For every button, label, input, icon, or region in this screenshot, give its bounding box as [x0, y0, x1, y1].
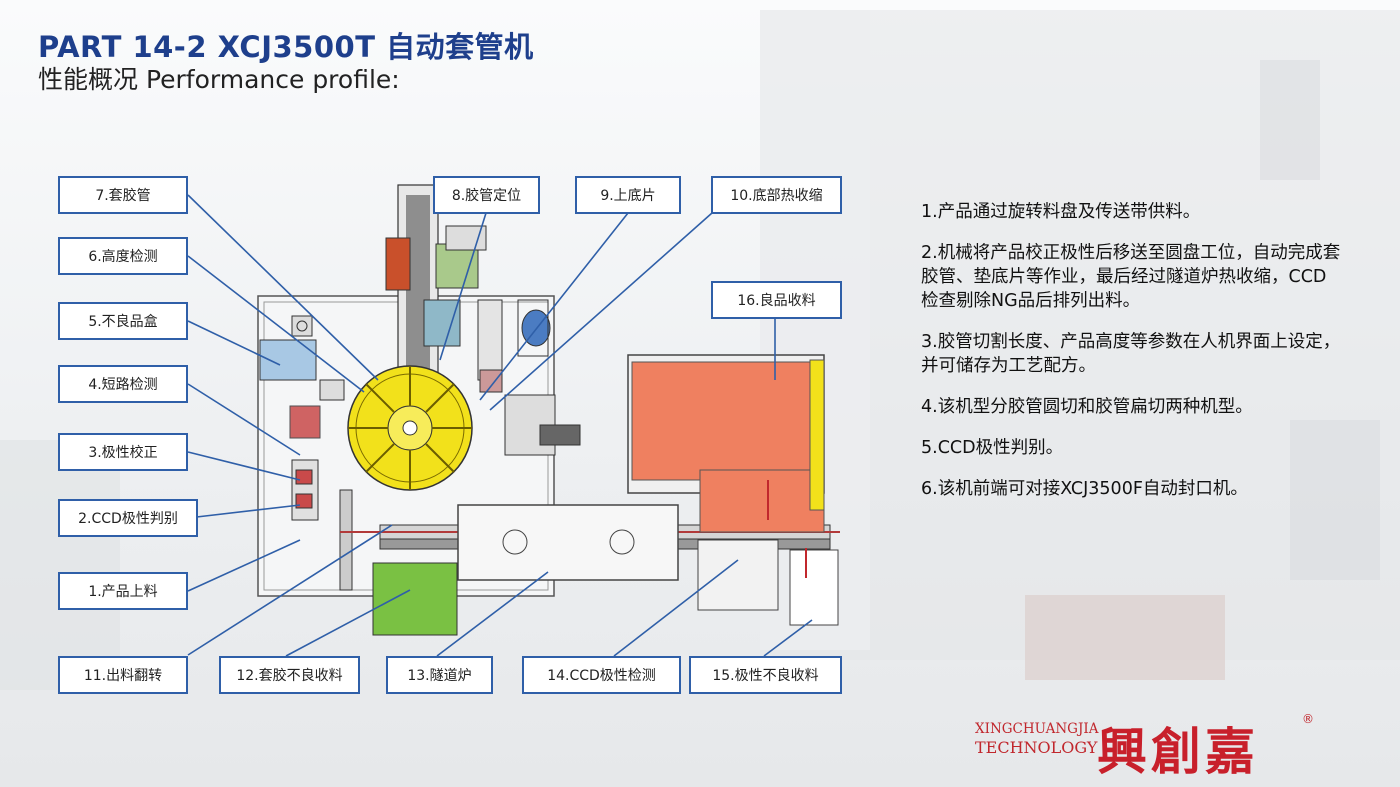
good-tray: [631, 361, 815, 481]
callout-9-bottom-sheet: 9.上底片: [575, 176, 681, 214]
note-1: 1.产品通过旋转料盘及传送带供料。: [921, 202, 1201, 222]
performance-notes: 1.产品通过旋转料盘及传送带供料。 2.机械将产品校正极性后移送至圆盘工位，自动…: [921, 200, 1341, 518]
callout-14-ccd-polarity-check: 14.CCD极性检测: [522, 656, 681, 694]
page-title: PART 14-2 XCJ3500T 自动套管机: [38, 30, 534, 64]
note-3: 3.胶管切割长度、产品高度等参数在人机界面上设定，并可储存为工艺配方。: [921, 332, 1341, 376]
reject-box-green: [372, 562, 458, 636]
motor-red: [385, 237, 411, 291]
callout-10-bottom-shrink: 10.底部热收缩: [711, 176, 842, 214]
callout-3-polarity-correct: 3.极性校正: [58, 433, 188, 471]
brand-line1: XINGCHUANGJIA: [975, 721, 1099, 737]
note-5: 5.CCD极性判别。: [921, 438, 1064, 458]
registered-mark: ®: [1302, 712, 1314, 726]
note-6: 6.该机前端可对接XCJ3500F自动封口机。: [921, 479, 1248, 499]
tunnel-oven: [457, 504, 679, 581]
callout-13-tunnel-oven: 13.隧道炉: [386, 656, 493, 694]
brand-logo: 興創嘉: [1097, 722, 1259, 781]
brand-text: XINGCHUANGJIA TECHNOLOGY: [975, 720, 1098, 758]
callout-2-ccd-polarity: 2.CCD极性判别: [58, 499, 198, 537]
brand-line2: TECHNOLOGY: [975, 738, 1098, 757]
callout-5-reject-box: 5.不良品盒: [58, 302, 188, 340]
callout-11-flip-out: 11.出料翻转: [58, 656, 188, 694]
callout-6-height-check: 6.高度检测: [58, 237, 188, 275]
callout-15-polarity-reject: 15.极性不良收料: [689, 656, 842, 694]
page-subtitle: 性能概况 Performance profile:: [38, 65, 400, 94]
note-2: 2.机械将产品校正极性后移送至圆盘工位，自动完成套胶管、垫底片等作业，最后经过隧…: [921, 243, 1341, 311]
note-4: 4.该机型分胶管圆切和胶管扁切两种机型。: [921, 397, 1253, 417]
callout-7-sleeve: 7.套胶管: [58, 176, 188, 214]
green-block: [435, 243, 479, 289]
callout-1-feed: 1.产品上料: [58, 572, 188, 610]
callout-16-good-collect: 16.良品收料: [711, 281, 842, 319]
callout-4-short-check: 4.短路检测: [58, 365, 188, 403]
callout-8-tube-position: 8.胶管定位: [433, 176, 540, 214]
callout-12-sleeve-reject: 12.套胶不良收料: [219, 656, 360, 694]
